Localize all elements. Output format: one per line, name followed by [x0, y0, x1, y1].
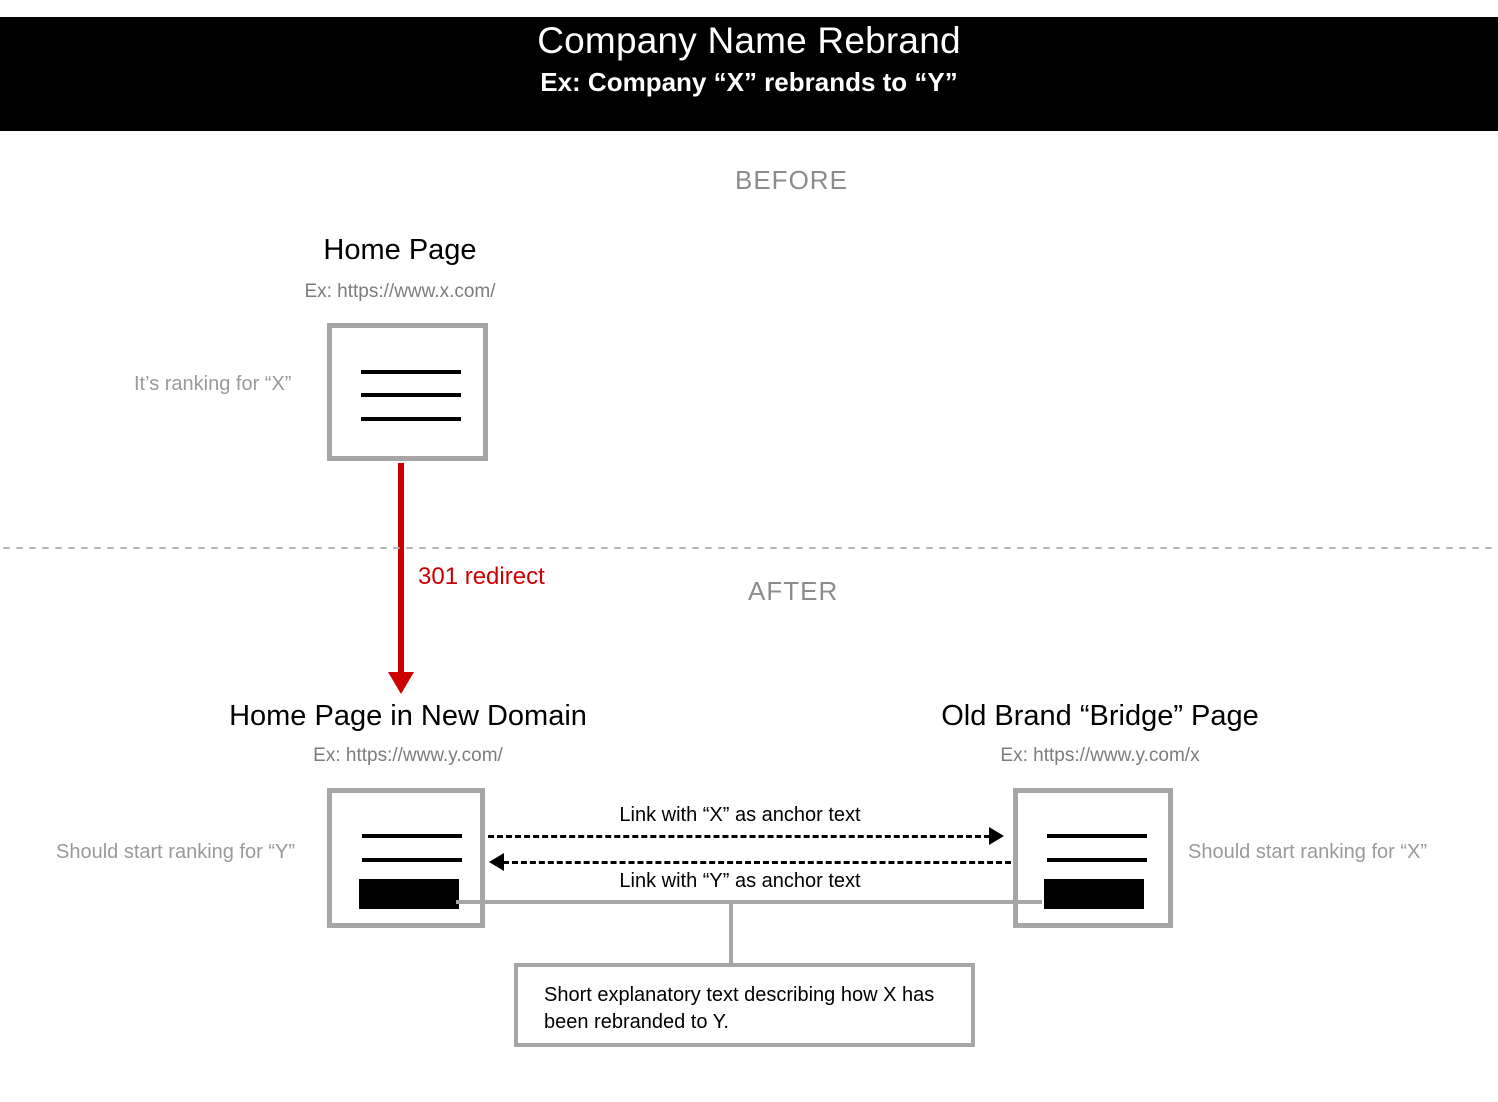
page-subtitle: Ex: Company “X” rebrands to “Y” — [540, 67, 958, 97]
page-title: Company Name Rebrand — [537, 20, 961, 61]
redirect-label: 301 redirect — [418, 563, 545, 590]
section-divider — [0, 546, 1498, 550]
page-content-line — [361, 417, 461, 421]
page-content-line — [1047, 858, 1147, 862]
page-content-line — [361, 393, 461, 397]
section-label-after: AFTER — [748, 576, 839, 606]
callout-text: Short explanatory text describing how X … — [544, 984, 935, 1033]
page-box-home-page — [327, 323, 488, 461]
node-url-bridge-page: Ex: https://www.y.com/x — [1000, 745, 1200, 766]
page-content-line — [362, 834, 462, 838]
link-label-y-anchor: Link with “Y” as anchor text — [619, 870, 861, 892]
node-title-bridge-page: Old Brand “Bridge” Page — [941, 700, 1259, 732]
side-note-ranking-y: Should start ranking for “Y” — [56, 841, 295, 863]
callout-box: Short explanatory text describing how X … — [514, 963, 975, 1047]
link-arrow-forward — [488, 835, 990, 838]
page-content-line — [362, 858, 462, 862]
side-note-ranking-x: It’s ranking for “X” — [134, 373, 292, 395]
callout-connector-vertical — [729, 900, 733, 964]
callout-connector-horizontal — [456, 900, 1042, 904]
node-url-new-domain: Ex: https://www.y.com/ — [313, 745, 503, 766]
section-label-before: BEFORE — [735, 165, 848, 195]
link-arrow-forward-head — [989, 827, 1004, 845]
link-arrow-backward — [503, 861, 1011, 864]
page-content-line — [361, 370, 461, 374]
page-content-block — [359, 879, 459, 909]
header-band — [0, 17, 1498, 131]
page-box-new-domain — [327, 788, 485, 928]
link-arrow-backward-head — [489, 853, 504, 871]
node-title-new-domain: Home Page in New Domain — [229, 700, 587, 732]
redirect-arrow-shaft — [398, 463, 404, 678]
node-url-home-page: Ex: https://www.x.com/ — [304, 281, 496, 302]
side-note-ranking-x-bridge: Should start ranking for “X” — [1188, 841, 1427, 863]
page-box-bridge-page — [1013, 788, 1173, 928]
page-content-line — [1047, 834, 1147, 838]
page-content-block — [1044, 879, 1144, 909]
redirect-arrow-head — [388, 672, 414, 694]
link-label-x-anchor: Link with “X” as anchor text — [619, 804, 861, 826]
node-title-home-page: Home Page — [323, 234, 477, 266]
